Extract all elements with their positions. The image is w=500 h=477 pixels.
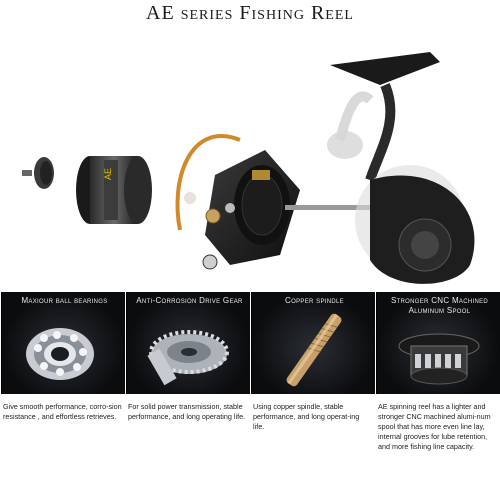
feature-copper-spindle: Copper spindle Using copper spindle, sta…: [250, 292, 375, 477]
ball-bearing-icon: [26, 328, 94, 380]
feature-title: Anti-Corrosion Drive Gear: [136, 296, 243, 305]
feature-title: Copper spindle: [285, 296, 344, 305]
feature-description: For solid power transmission, stable per…: [128, 402, 246, 421]
feature-image: Stronger CNC Machined Aluminum Spool: [376, 292, 500, 394]
feature-image: Copper spindle: [251, 292, 375, 394]
feature-description: Using copper spindle, stable performance…: [253, 402, 360, 431]
pinion-gears: [184, 192, 235, 224]
feature-image: Maxiour ball bearings: [1, 292, 125, 394]
feature-description: Give smooth performance, corro-sion resi…: [3, 402, 122, 421]
feature-title: Maxiour ball bearings: [21, 296, 108, 305]
svg-text:AE: AE: [103, 168, 113, 180]
spool: AE: [76, 156, 152, 224]
reel-body: [327, 52, 475, 284]
drive-gear-icon: [147, 330, 229, 386]
feature-ball-bearings: Maxiour ball bearings Give smooth perfor…: [0, 292, 125, 477]
rotor-with-bail: [175, 134, 300, 270]
feature-image: Anti-Corrosion Drive Gear: [126, 292, 250, 394]
feature-title: Stronger CNC Machined Aluminum Spool: [390, 296, 489, 315]
exploded-reel-illustration: AE: [22, 52, 475, 284]
feature-drive-gear: Anti-Corrosion Drive Gear For solid powe…: [125, 292, 250, 477]
feature-panels: Maxiour ball bearings Give smooth perfor…: [0, 292, 500, 477]
page-title: AE series Fishing Reel: [146, 2, 354, 24]
feature-description: AE spinning reel has a lighter and stron…: [378, 402, 491, 451]
copper-spindle-icon: [286, 313, 342, 387]
main-shaft: [285, 205, 395, 210]
drag-knob: [22, 157, 54, 189]
feature-aluminum-spool: Stronger CNC Machined Aluminum Spool AE …: [375, 292, 500, 477]
aluminum-spool-icon: [398, 333, 480, 385]
